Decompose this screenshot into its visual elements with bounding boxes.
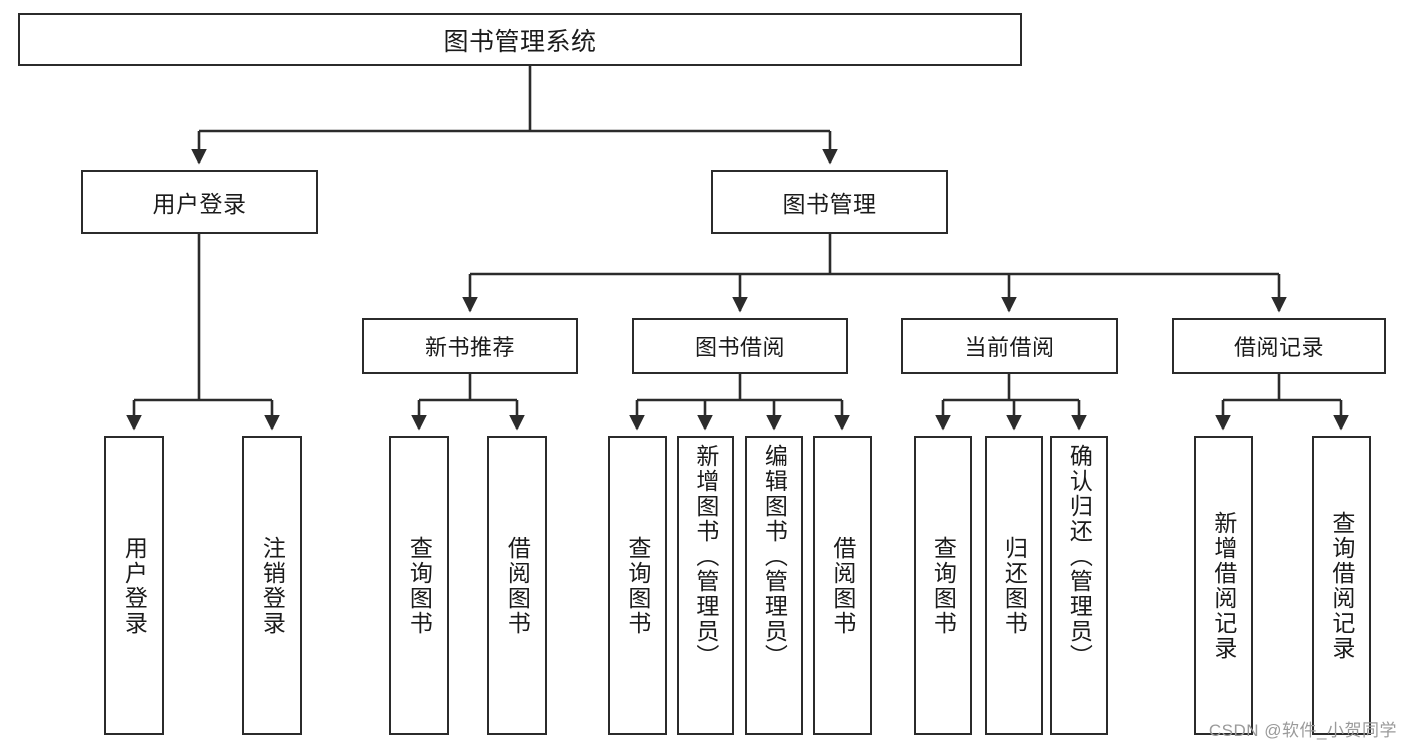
node-leaf-edit-book-admin[interactable]: 编辑图书（管理员）	[745, 436, 803, 735]
node-borrow-record[interactable]: 借阅记录	[1172, 318, 1386, 374]
node-leaf-borrow-book[interactable]: 借阅图书	[813, 436, 872, 735]
node-leaf-borrow-book-recommend[interactable]: 借阅图书	[487, 436, 547, 735]
node-label: 注销登录	[259, 535, 286, 636]
node-leaf-user-login[interactable]: 用户登录	[104, 436, 164, 735]
node-label: 图书管理	[782, 191, 877, 217]
node-current-borrow[interactable]: 当前借阅	[901, 318, 1118, 374]
node-user-login[interactable]: 用户登录	[81, 170, 318, 234]
node-leaf-add-borrow-record[interactable]: 新增借阅记录	[1194, 436, 1253, 735]
node-label: 查询图书	[930, 535, 957, 636]
node-label: 借阅记录	[1233, 335, 1324, 360]
node-leaf-query-book-recommend[interactable]: 查询图书	[389, 436, 449, 735]
node-label: 查询图书	[624, 535, 651, 636]
node-label: 用户登录	[121, 535, 148, 636]
node-label: 确认归还（管理员）	[1066, 444, 1093, 669]
node-leaf-add-book-admin[interactable]: 新增图书（管理员）	[677, 436, 734, 735]
node-root-system[interactable]: 图书管理系统	[18, 13, 1022, 66]
node-new-book-recommend[interactable]: 新书推荐	[362, 318, 578, 374]
node-leaf-confirm-return-admin[interactable]: 确认归还（管理员）	[1050, 436, 1108, 735]
node-leaf-return-book[interactable]: 归还图书	[985, 436, 1043, 735]
node-book-borrow[interactable]: 图书借阅	[632, 318, 848, 374]
node-label: 编辑图书（管理员）	[761, 444, 788, 669]
node-label: 图书管理系统	[443, 27, 597, 56]
node-label: 查询图书	[406, 535, 433, 636]
node-label: 新增图书（管理员）	[692, 444, 719, 669]
node-book-manage[interactable]: 图书管理	[711, 170, 948, 234]
node-label: 借阅图书	[829, 535, 856, 636]
node-label: 当前借阅	[964, 335, 1055, 360]
node-leaf-query-borrow-record[interactable]: 查询借阅记录	[1312, 436, 1371, 735]
node-leaf-query-book-current[interactable]: 查询图书	[914, 436, 972, 735]
csdn-watermark: CSDN @软件_小贺同学	[1208, 721, 1397, 740]
node-label: 新书推荐	[424, 335, 515, 360]
node-label: 查询借阅记录	[1328, 510, 1355, 661]
node-label: 归还图书	[1001, 535, 1028, 636]
node-leaf-query-book-borrow[interactable]: 查询图书	[608, 436, 667, 735]
node-label: 借阅图书	[504, 535, 531, 636]
node-label: 新增借阅记录	[1210, 510, 1237, 661]
node-leaf-logout[interactable]: 注销登录	[242, 436, 302, 735]
node-label: 图书借阅	[694, 335, 785, 360]
node-label: 用户登录	[152, 191, 247, 217]
